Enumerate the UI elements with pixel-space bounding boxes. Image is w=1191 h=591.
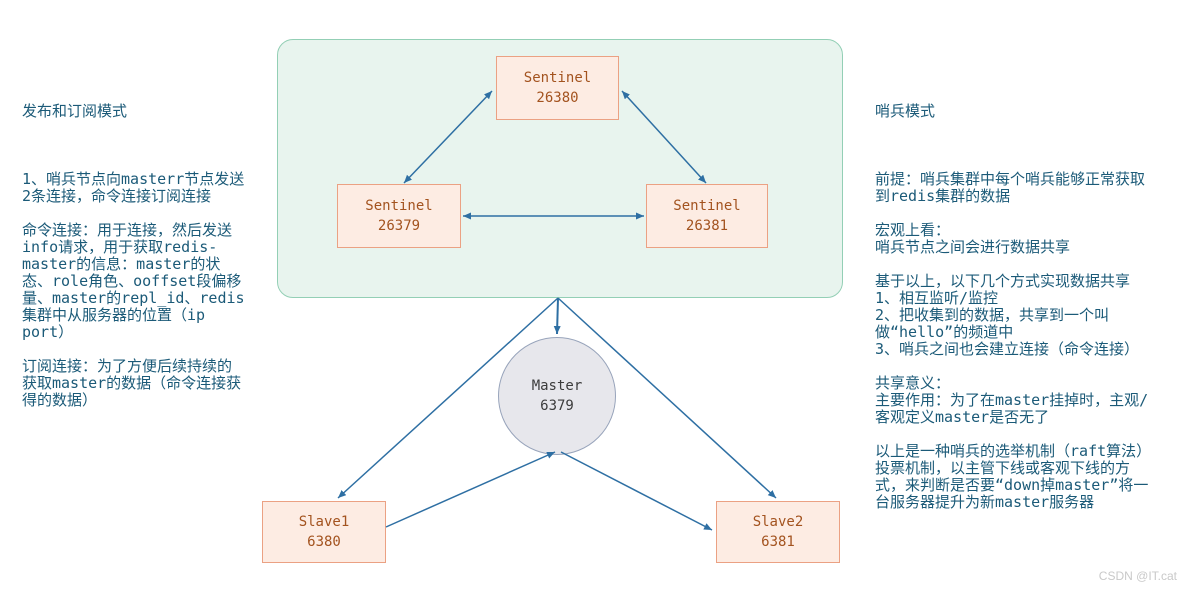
right-notes-body: 前提：哨兵集群中每个哨兵能够正常获取到redis集群的数据 宏观上看：哨兵节点之…	[875, 171, 1187, 511]
slave2-port: 6381	[761, 534, 795, 550]
text-line: 主要作用：为了在master挂掉时，主观/	[875, 391, 1149, 409]
text-line: 1、哨兵节点向masterr节点发送	[22, 170, 245, 188]
sentinel-26379-label: Sentinel	[365, 198, 433, 214]
slave1-node: Slave1 6380	[262, 501, 386, 563]
sentinel-26380-label: Sentinel	[523, 70, 592, 86]
text-line: 做“hello”的频道中	[875, 323, 1014, 341]
text-line: 投票机制，以主管下线或客观下线的方	[875, 459, 1131, 477]
text-line: 量、master的repl_id、redis	[22, 289, 245, 307]
text-line: 以上是一种哨兵的选举机制（raft算法）	[875, 442, 1152, 460]
text-line: 基于以上，以下几个方式实现数据共享	[875, 272, 1131, 290]
text-line: 态、role角色、ooffset段偏移	[22, 272, 242, 290]
sentinel-26379-node: Sentinel 26379	[337, 184, 461, 248]
text-line	[875, 426, 1187, 443]
watermark-text: CSDN @IT.cat	[1098, 569, 1177, 583]
text-line: 共享意义：	[875, 374, 951, 392]
text-line: 1、相互监听/监控	[875, 289, 999, 307]
arrow-slave1-master	[385, 451, 556, 528]
slave1-port: 6380	[307, 534, 341, 550]
text-line: 命令连接：用于连接，然后发送	[22, 221, 233, 239]
text-line: 哨兵节点之间会进行数据共享	[875, 238, 1071, 256]
master-node: Master 6379	[498, 337, 616, 455]
sentinel-26381-port: 26381	[685, 218, 729, 234]
right-notes-title: 哨兵模式	[875, 102, 936, 120]
sentinel-26380-node: Sentinel 26380	[496, 56, 619, 120]
text-line: 客观定义master是否无了	[875, 408, 1050, 426]
text-line: 宏观上看：	[875, 221, 951, 239]
text-line: 集群中从服务器的位置（ip	[22, 306, 206, 324]
text-line	[875, 358, 1187, 375]
text-line	[875, 256, 1187, 273]
text-line: 获取master的数据（命令连接获	[22, 374, 242, 392]
text-line: master的信息：master的状	[22, 255, 221, 273]
sentinel-26381-label: Sentinel	[673, 198, 741, 214]
text-line: 式，来判断是否要“down掉master”将一	[875, 476, 1149, 494]
slave1-label: Slave1	[298, 514, 350, 530]
arrow-cluster-master	[553, 297, 561, 335]
text-line	[875, 205, 1187, 222]
master-label: Master	[531, 378, 583, 394]
text-line: 3、哨兵之间也会建立连接（命令连接）	[875, 340, 1140, 358]
text-line: 台服务器提升为新master服务器	[875, 493, 1095, 511]
text-line: info请求，用于获取redis-	[22, 238, 218, 256]
slave2-label: Slave2	[752, 514, 804, 530]
text-line: 得的数据）	[22, 391, 98, 409]
right-notes-column: 哨兵模式 前提：哨兵集群中每个哨兵能够正常获取到redis集群的数据 宏观上看：…	[875, 69, 1187, 545]
left-notes-title: 发布和订阅模式	[22, 102, 128, 120]
slave2-node: Slave2 6381	[716, 501, 840, 563]
text-line: 订阅连接：为了方便后续持续的	[22, 357, 233, 375]
text-line: 2、把收集到的数据，共享到一个叫	[875, 306, 1110, 324]
master-port: 6379	[540, 398, 574, 414]
text-line	[22, 341, 272, 358]
text-line: 2条连接，命令连接订阅连接	[22, 187, 212, 205]
text-line: port）	[22, 323, 74, 341]
sentinel-26380-port: 26380	[536, 90, 579, 106]
sentinel-26381-node: Sentinel 26381	[646, 184, 768, 248]
sentinel-26379-port: 26379	[377, 218, 421, 234]
text-line: 前提：哨兵集群中每个哨兵能够正常获取	[875, 170, 1146, 188]
arrow-master-slave2	[560, 451, 713, 531]
text-line	[22, 205, 272, 222]
text-line: 到redis集群的数据	[875, 187, 1011, 205]
